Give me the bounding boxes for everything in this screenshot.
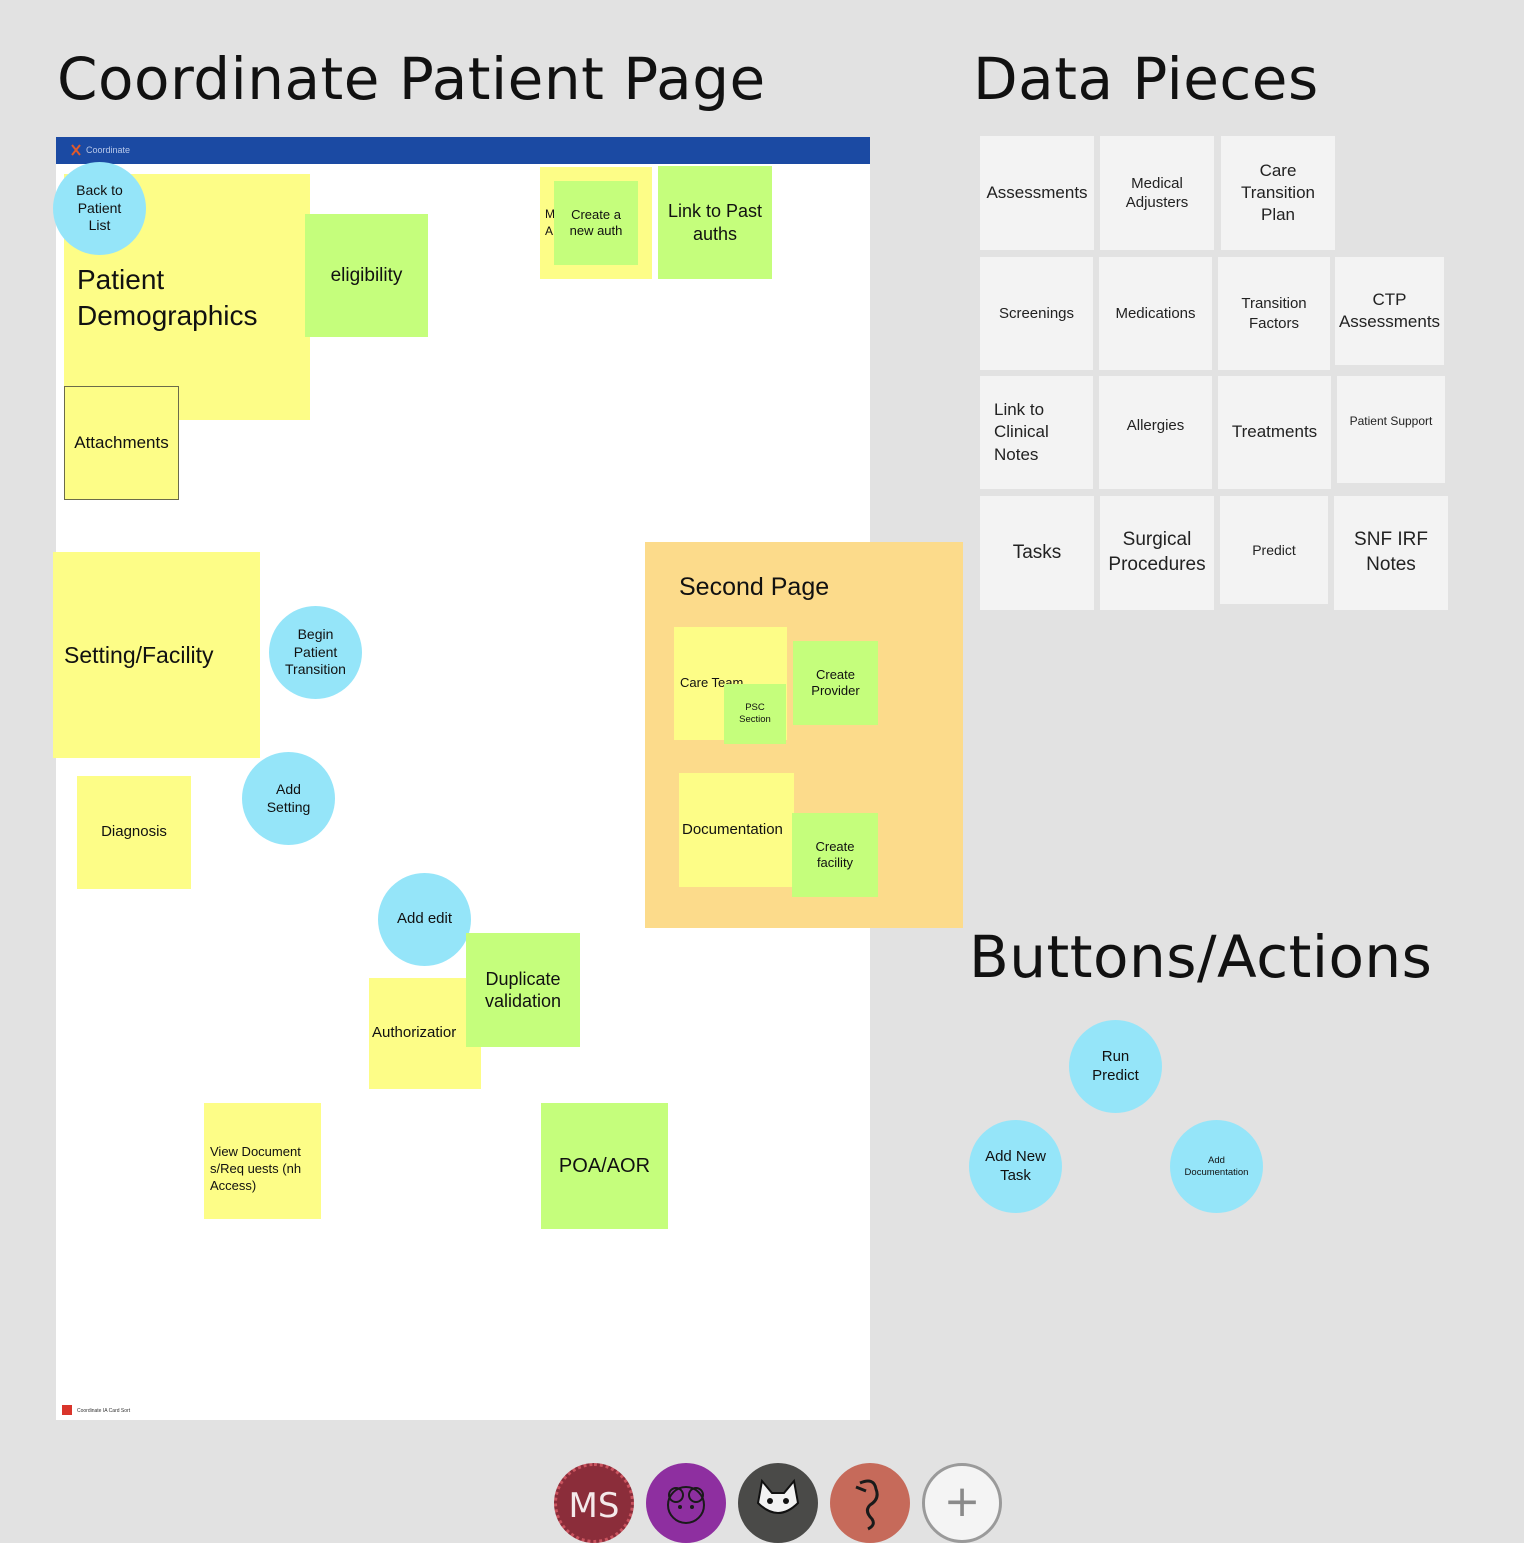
sticky-attachments[interactable]: Attachments: [64, 386, 179, 500]
bubble-add-new-task[interactable]: Add New Task: [969, 1120, 1062, 1213]
plus-icon: +: [943, 1476, 981, 1527]
sticky-diagnosis[interactable]: Diagnosis: [77, 776, 191, 889]
sticky-patient-demographics[interactable]: Patient Demographics: [64, 174, 310, 420]
card-transition-factors[interactable]: Transition Factors: [1218, 257, 1330, 370]
avatar-seahorse-icon[interactable]: [830, 1463, 910, 1543]
card-label: Medications: [1115, 304, 1196, 322]
card-care-transition-plan[interactable]: Care Transition Plan: [1221, 136, 1335, 250]
bubble-begin-patient-transition[interactable]: Begin Patient Transition: [269, 606, 362, 699]
app-header-bar: Coordinate: [56, 137, 870, 164]
card-label: Assessments: [986, 182, 1088, 202]
sticky-label: POA/AOR: [558, 1154, 651, 1177]
avatar-collaborator-initials[interactable]: MS: [554, 1463, 634, 1543]
sticky-view-documents[interactable]: View Documents/Req uests (nh Access): [204, 1103, 321, 1219]
avatar-initials: MS: [568, 1486, 620, 1526]
card-label: Link to Clinical Notes: [994, 400, 1049, 464]
bubble-label: Add New Task: [985, 1147, 1046, 1184]
card-label: Transition Factors: [1241, 295, 1307, 332]
file-type-icon: [62, 1405, 72, 1415]
sticky-label: View Documents/Req uests (nh Access): [210, 1144, 302, 1194]
sticky-psc-section[interactable]: PSC Section: [724, 684, 786, 744]
sticky-label: Documentation: [682, 820, 783, 838]
card-label: CTP Assessments: [1338, 289, 1441, 331]
card-assessments[interactable]: Assessments: [980, 136, 1094, 250]
sticky-label: Authorizatior: [372, 1024, 457, 1042]
sticky-label: eligibility: [330, 264, 403, 286]
sticky-label: Setting/Facility: [64, 641, 214, 668]
sticky-duplicate-validation[interactable]: Duplicate validation: [466, 933, 580, 1047]
sticky-label: Link to Past auths: [667, 201, 763, 244]
cat-icon: [756, 1478, 800, 1514]
card-label: SNF IRF Notes: [1354, 529, 1428, 575]
sticky-authorization[interactable]: Authorizatior: [369, 978, 481, 1089]
card-label: Screenings: [998, 304, 1075, 322]
card-label: Allergies: [1126, 417, 1185, 434]
bubble-label: Run Predict: [1092, 1047, 1139, 1084]
sticky-setting-facility[interactable]: Setting/Facility: [53, 552, 260, 758]
seahorse-icon: [855, 1479, 879, 1531]
card-label: Surgical Procedures: [1108, 529, 1206, 575]
sticky-documentation[interactable]: Documentation: [679, 773, 794, 887]
sticky-eligibility[interactable]: eligibility: [305, 214, 428, 337]
avatar-sheep-icon[interactable]: [646, 1463, 726, 1543]
add-collaborator-button[interactable]: +: [922, 1463, 1002, 1543]
sticky-create-provider[interactable]: Create Provider: [793, 641, 878, 725]
card-ctp-assessments[interactable]: CTP Assessments: [1335, 257, 1444, 365]
sticky-label: Duplicate validation: [484, 968, 562, 1012]
sticky-create-facility[interactable]: Create facility: [792, 813, 878, 897]
app-logo-text: Coordinate: [86, 145, 131, 155]
sticky-label: Attachments: [74, 433, 169, 453]
card-label: Medical Adjusters: [1125, 174, 1189, 212]
page-heading-data-pieces: Data Pieces: [973, 45, 1319, 113]
bubble-label: Begin Patient Transition: [285, 626, 346, 678]
card-snf-irf-notes[interactable]: SNF IRF Notes: [1334, 496, 1448, 610]
coordinate-logo-icon: [71, 144, 81, 156]
sticky-poa-aor[interactable]: POA/AOR: [541, 1103, 668, 1229]
bubble-label: Back to Patient List: [76, 182, 123, 234]
page-heading-coordinate: Coordinate Patient Page: [57, 45, 766, 113]
card-allergies[interactable]: Allergies: [1099, 376, 1212, 489]
sticky-label: Create facility: [815, 838, 855, 870]
card-treatments[interactable]: Treatments: [1218, 376, 1331, 489]
card-label: Care Transition Plan: [1240, 160, 1315, 225]
bubble-label: Add edit: [396, 910, 453, 928]
board-footer-label: Coordinate IA Card Sort: [77, 1408, 131, 1414]
avatar-cat-icon[interactable]: [738, 1463, 818, 1543]
sticky-label: Create a new auth: [569, 206, 623, 238]
sticky-label: Create Provider: [811, 666, 860, 698]
bubble-add-documentation[interactable]: Add Documentation: [1170, 1120, 1263, 1213]
card-medications[interactable]: Medications: [1099, 257, 1212, 370]
sticky-label: Patient Demographics: [77, 264, 258, 332]
bubble-label: Add Setting: [266, 781, 311, 815]
sticky-label: M A: [545, 207, 555, 238]
sticky-label: Diagnosis: [101, 823, 167, 841]
sticky-create-new-auth[interactable]: Create a new auth: [554, 181, 638, 265]
card-label: Predict: [1252, 541, 1296, 558]
bubble-add-edit[interactable]: Add edit: [378, 873, 471, 966]
bubble-add-setting[interactable]: Add Setting: [242, 752, 335, 845]
page-heading-buttons-actions: Buttons/Actions: [969, 923, 1433, 991]
sticky-label: PSC Section: [739, 702, 771, 725]
bubble-label: Add Documentation: [1184, 1154, 1249, 1178]
card-tasks[interactable]: Tasks: [980, 496, 1094, 610]
card-label: Tasks: [1012, 541, 1062, 563]
card-medical-adjusters[interactable]: Medical Adjusters: [1100, 136, 1214, 250]
card-link-clinical-notes[interactable]: Link to Clinical Notes: [980, 376, 1093, 489]
sheep-icon: [667, 1486, 705, 1524]
card-surgical-procedures[interactable]: Surgical Procedures: [1100, 496, 1214, 610]
card-screenings[interactable]: Screenings: [980, 257, 1093, 370]
bubble-back-to-patient-list[interactable]: Back to Patient List: [53, 162, 146, 255]
card-label: Patient Support: [1349, 414, 1433, 428]
card-label: Treatments: [1231, 422, 1318, 442]
sticky-link-past-auths[interactable]: Link to Past auths: [658, 166, 772, 279]
card-predict[interactable]: Predict: [1220, 496, 1328, 604]
sticky-label: Second Page: [679, 573, 830, 601]
card-patient-support[interactable]: Patient Support: [1337, 376, 1445, 483]
bubble-run-predict[interactable]: Run Predict: [1069, 1020, 1162, 1113]
